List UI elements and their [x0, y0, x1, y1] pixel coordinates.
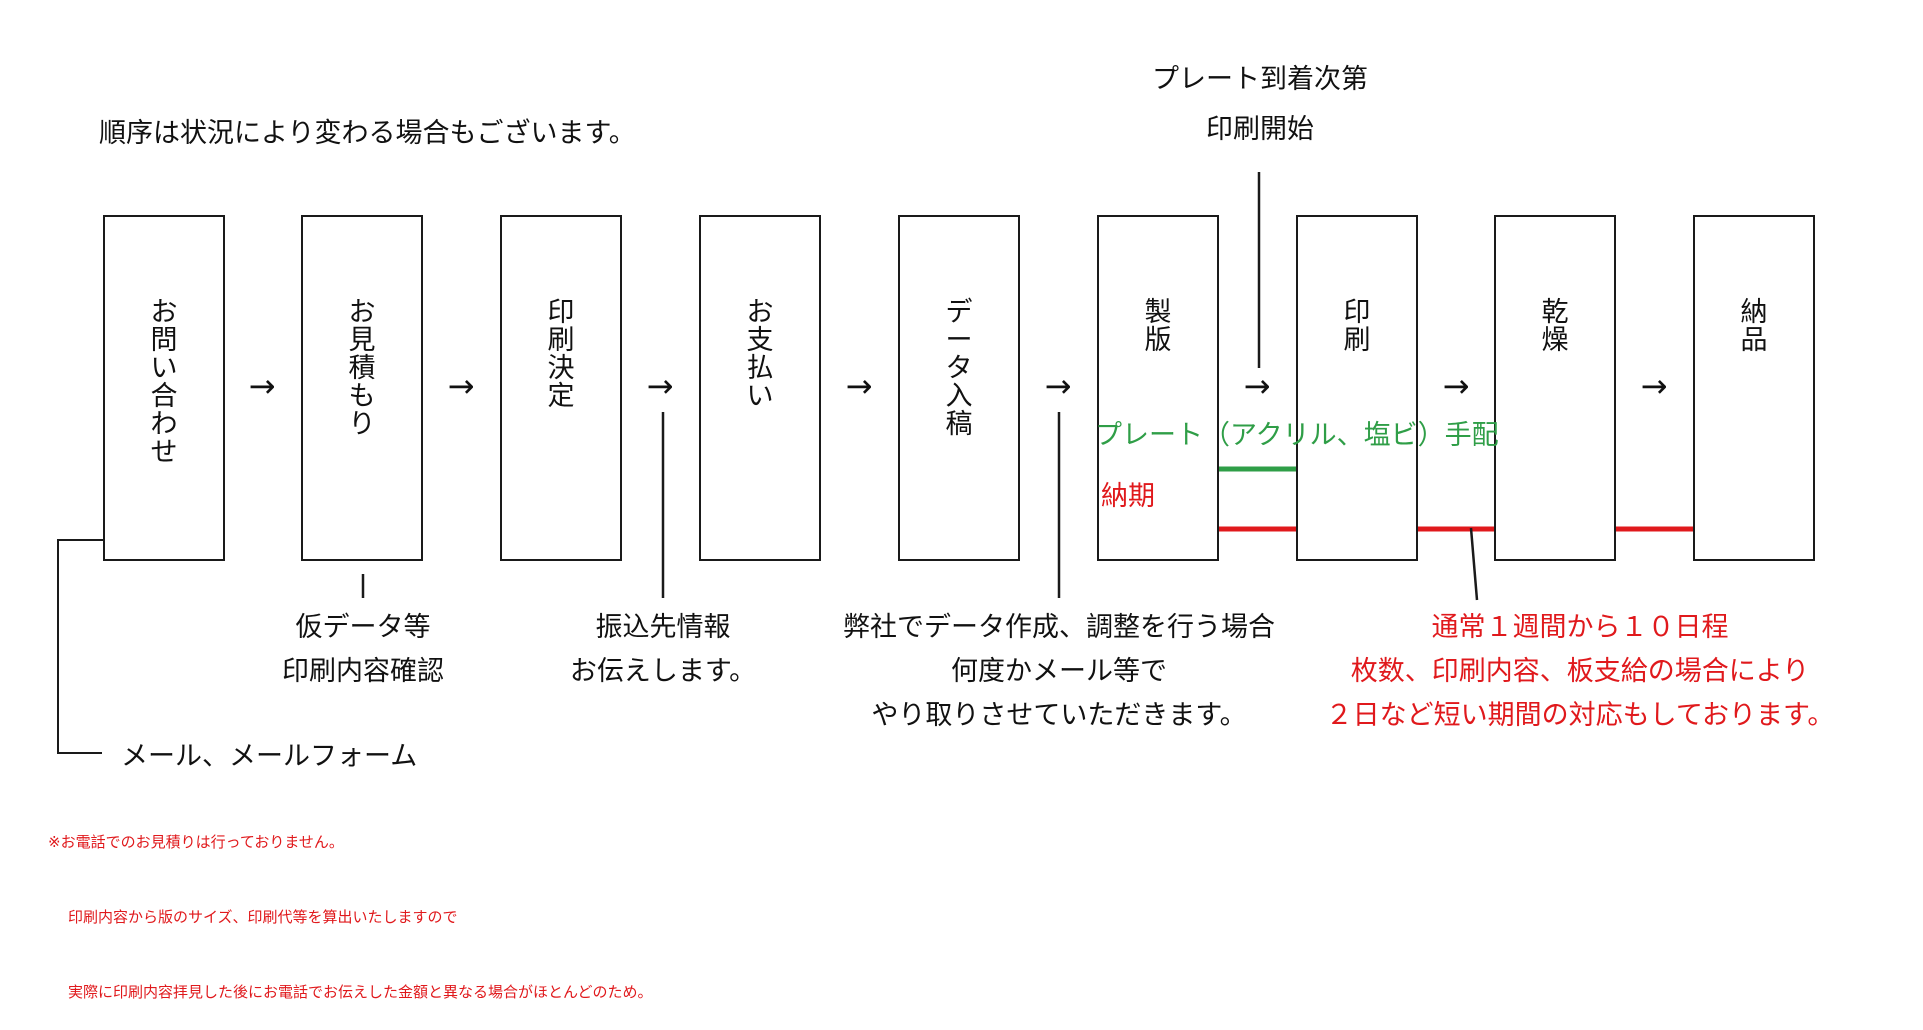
print-start-line2: 印刷開始	[1206, 114, 1314, 145]
payment-note-line2: お伝えします。	[569, 656, 757, 687]
print-start-line1: プレート到着次第	[1152, 64, 1368, 95]
step-printing-label: 印刷	[1343, 297, 1371, 356]
step-printing-box: 印刷	[1296, 215, 1418, 561]
arrow-right-icon: →	[1442, 367, 1470, 405]
print-start-note: プレート到着次第 印刷開始	[1110, 58, 1410, 152]
step-inquiry-label: お問い合わせ	[150, 297, 178, 468]
step-platemaking-box: 製版	[1097, 215, 1219, 561]
step-data-label: データ入稿	[945, 297, 973, 440]
delivery-note-line3: ２日など短い期間の対応もしております。	[1325, 700, 1835, 731]
data-note-line3: やり取りさせていただきます。	[871, 700, 1247, 731]
step-decision-box: 印刷決定	[500, 215, 622, 561]
data-note-line2: 何度かメール等で	[951, 656, 1167, 687]
estimate-note-line1: 仮データ等	[295, 612, 431, 643]
arrow-right-icon: →	[447, 367, 475, 405]
delivery-pointer-line	[1469, 527, 1479, 601]
step-drying-box: 乾燥	[1494, 215, 1616, 561]
estimate-note-line2: 印刷内容確認	[282, 656, 444, 687]
step-drying-label: 乾燥	[1541, 297, 1569, 356]
arrow-right-icon: →	[646, 367, 674, 405]
delivery-note-line2: 枚数、印刷内容、板支給の場合により	[1350, 656, 1810, 687]
delivery-label: 納期	[1101, 481, 1155, 512]
payment-note: 振込先情報 お伝えします。	[513, 606, 813, 694]
arrow-right-icon: →	[248, 367, 276, 405]
phone-note-line3: 実際に印刷内容拝見した後にお電話でお伝えした金額と異なる場合がほとんどのため。	[68, 983, 653, 1001]
step-payment-box: お支払い	[699, 215, 821, 561]
phone-note-line1: ※お電話でのお見積りは行っておりません。	[48, 833, 344, 851]
step-data-box: データ入稿	[898, 215, 1020, 561]
step-delivery-label: 納品	[1740, 297, 1768, 356]
step-estimate-box: お見積もり	[301, 215, 423, 561]
step-inquiry-box: お問い合わせ	[103, 215, 225, 561]
step-platemaking-label: 製版	[1144, 297, 1172, 356]
delivery-note: 通常１週間から１０日程 枚数、印刷内容、板支給の場合により ２日など短い期間の対…	[1290, 606, 1870, 738]
contact-method: メール、メールフォーム	[121, 741, 418, 772]
order-notice: 順序は状況により変わる場合もございます。	[99, 118, 636, 149]
step-delivery-box: 納品	[1693, 215, 1815, 561]
data-note: 弊社でデータ作成、調整を行う場合 何度かメール等で やり取りさせていただきます。	[809, 606, 1309, 738]
plate-order-label: プレート（アクリル、塩ビ）手配	[1095, 420, 1499, 451]
arrow-right-icon: →	[1640, 367, 1668, 405]
data-note-line1: 弊社でデータ作成、調整を行う場合	[843, 612, 1275, 643]
payment-note-line1: 振込先情報	[595, 612, 731, 643]
arrow-right-icon: →	[1044, 367, 1072, 405]
step-decision-label: 印刷決定	[547, 297, 575, 412]
phone-note: ※お電話でのお見積りは行っておりません。 印刷内容から版のサイズ、印刷代等を算出…	[48, 780, 653, 1030]
step-payment-label: お支払い	[746, 297, 774, 412]
delivery-note-line1: 通常１週間から１０日程	[1431, 612, 1729, 643]
step-estimate-label: お見積もり	[348, 297, 376, 440]
phone-note-line2: 印刷内容から版のサイズ、印刷代等を算出いたしますので	[68, 908, 458, 926]
arrow-right-icon: →	[1243, 367, 1271, 405]
arrow-right-icon: →	[845, 367, 873, 405]
contact-bracket-line	[57, 539, 104, 754]
estimate-note: 仮データ等 印刷内容確認	[213, 606, 513, 694]
